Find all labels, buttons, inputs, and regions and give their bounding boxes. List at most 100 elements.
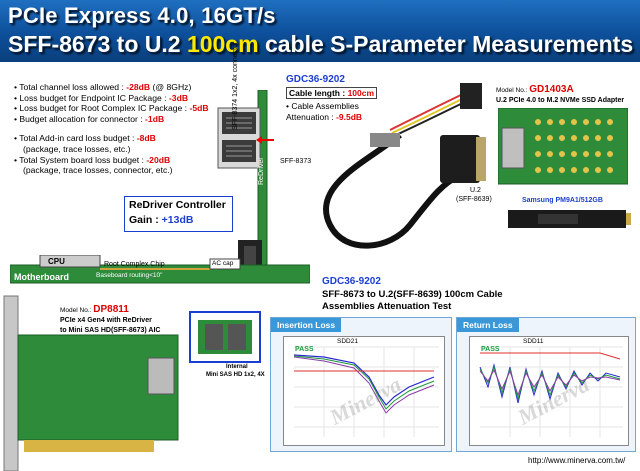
return-loss-pass: PASS [481, 346, 500, 353]
return-loss-graph [479, 346, 623, 437]
insertion-loss-panel: Insertion Loss SDD21 PASS Minerva [270, 317, 452, 452]
adapter-u2-connector [501, 127, 525, 169]
aic-minisas-port [147, 357, 175, 395]
budget-total-channel-value: -28dB [126, 82, 151, 92]
cable-desc: • Cable Assemblies [286, 101, 359, 111]
cable-attenuation-label: Attenuation : [286, 112, 337, 122]
m2-ssd-image [508, 210, 631, 228]
adapter-board-image [498, 108, 628, 185]
budget-add-in-card-note: (package, trace losses, etc.) [23, 143, 131, 154]
budget-add-in-card: • Total Add-in card loss budget : -8dB [14, 133, 249, 144]
loss-budget-list: • Total channel loss allowed : -28dB (@ … [14, 82, 249, 176]
sata-power-plug [460, 83, 482, 109]
budget-connector-value: -1dB [145, 113, 165, 124]
aic-gold-fingers [24, 440, 154, 452]
test-line-1: SFF-8673 to U.2(SFF-8639) 100cm Cable [322, 289, 503, 300]
motherboard-diagram [10, 255, 310, 284]
budget-add-in-card-label: • Total Add-in card loss budget : [14, 133, 137, 144]
budget-endpoint: • Loss budget for Endpoint IC Package : … [14, 93, 249, 104]
cable-splitter [370, 133, 400, 147]
title-cable-length: 100cm [186, 31, 259, 57]
aic-model-prefix: Model No.: [60, 307, 94, 314]
cable-length-value: 100cm [347, 88, 375, 98]
aic-desc-1: PCIe x4 Gen4 with ReDriver [60, 317, 152, 324]
connector-board-diagram [217, 90, 274, 281]
u2-plug [440, 135, 480, 183]
cable-length-label: Cable length : [289, 88, 348, 98]
adapter-model-prefix: Model No.: [496, 87, 530, 94]
title-banner [0, 0, 640, 62]
budget-system-board-note: (package, trace losses, connector, etc.) [23, 165, 173, 176]
budget-root-complex-label: • Loss budget for Root Complex IC Packag… [14, 103, 190, 114]
budget-endpoint-label: • Loss budget for Endpoint IC Package : [14, 92, 169, 103]
aic-card-diagram [3, 295, 261, 471]
cpu-label: CPU [48, 257, 65, 266]
cable-info: GDC36-9202 Cable length : 100cm • Cable … [282, 72, 378, 124]
sdd11-limit-line [480, 352, 621, 360]
return-loss-plot [469, 336, 629, 446]
insertion-loss-tab: Insertion Loss [271, 318, 342, 332]
title-line-2: SFF-8673 to U.2 100cm cable S-Parameter … [8, 31, 633, 58]
insertion-loss-pass: PASS [295, 346, 314, 353]
adapter-desc: U.2 PCIe 4.0 to M.2 NVMe SSD Adapter [496, 97, 625, 104]
gain-value: +13dB [161, 214, 194, 226]
adapter-model-line: Model No.: GD1403A [496, 84, 574, 95]
title-line-2-post: cable S-Parameter Measurements [258, 31, 634, 57]
budget-connector: • Budget allocation for connector : -1dB [14, 114, 249, 125]
budget-root-complex-value: -5dB [189, 103, 209, 114]
sdd21-trace-2 [293, 355, 435, 410]
sdd11-trace-3 [479, 368, 621, 397]
adapter-model: GD1403A [529, 84, 574, 95]
budget-add-in-card-value: -8dB [136, 133, 156, 144]
sff-8374-label-text: SFF-8374 1x2, 4x connector [232, 41, 239, 130]
redriver-vertical-label: ReDriver [258, 157, 265, 185]
cable-attenuation: Attenuation : -9.5dB [286, 112, 362, 122]
redriver-box: ReDriver Controller Gain : +13dB [124, 196, 233, 232]
inset-port-2 [228, 324, 246, 350]
budget-endpoint-value: -3dB [168, 92, 189, 103]
inset-internal-label-2: Mini SAS HD 1x2, 4X [206, 372, 265, 378]
baseboard-routing-label: Baseboard routing<10" [96, 272, 163, 279]
inset-port-1 [205, 324, 223, 350]
budget-connector-label: • Budget allocation for connector : [14, 113, 146, 124]
cable-wire [323, 132, 462, 249]
u2-sff8639-label: (SFF-8639) [456, 196, 492, 203]
insertion-loss-plot [283, 336, 445, 446]
test-model: GDC36-9202 [322, 276, 381, 287]
insertion-loss-graph [293, 346, 439, 437]
signal-arrow-head [256, 136, 262, 144]
sdd21-trace-1 [293, 354, 435, 406]
redriver-title: ReDriver Controller [129, 199, 226, 211]
power-wire-yellow [391, 96, 467, 134]
u2-plug-contacts [476, 137, 486, 181]
cable-diagram [323, 83, 486, 249]
u2-label: U.2 [470, 187, 481, 194]
sff-8374-label: SFF-8374 1x2, 4x connector [232, 42, 239, 130]
cable-attenuation-value: -9.5dB [336, 112, 363, 122]
power-wire-red [389, 92, 466, 131]
cable-model: GDC36-9202 [286, 74, 345, 85]
insertion-loss-trace-label: SDD21 [337, 338, 358, 345]
motherboard-label: Motherboard [14, 272, 69, 282]
aic-desc-2: to Mini SAS HD(SFF-8673) AIC [60, 327, 161, 334]
title-line-1: PCIe Express 4.0, 16GT/s [8, 3, 276, 28]
footer-url[interactable]: http://www.minerva.com.tw/ [528, 456, 626, 465]
budget-root-complex: • Loss budget for Root Complex IC Packag… [14, 103, 249, 114]
root-complex-label: Root Complex Chip [104, 261, 165, 268]
test-line-2: Assemblies Attenuation Test [322, 301, 452, 312]
budget-system-board-value: -20dB [146, 154, 171, 165]
budget-total-channel-label: • Total channel loss allowed : [14, 82, 127, 92]
return-loss-panel: Return Loss SDD11 PASS Minerva [456, 317, 636, 452]
redriver-gain: Gain : +13dB [129, 214, 193, 226]
ac-cap-label: AC cap [212, 260, 234, 267]
power-wire-black [393, 100, 468, 137]
title-line-2-pre: SFF-8673 to U.2 [8, 31, 187, 57]
ssd-chip [538, 214, 578, 224]
aic-model: DP8811 [93, 304, 129, 315]
ac-cap-box [209, 258, 241, 270]
budget-total-channel-freq: (@ 8GHz) [150, 82, 192, 92]
aic-bracket [3, 295, 19, 471]
ssd-label: Samsung PM9A1/512GB [522, 197, 603, 204]
gain-label: Gain : [129, 214, 162, 226]
sdd21-trace-3 [293, 356, 435, 414]
